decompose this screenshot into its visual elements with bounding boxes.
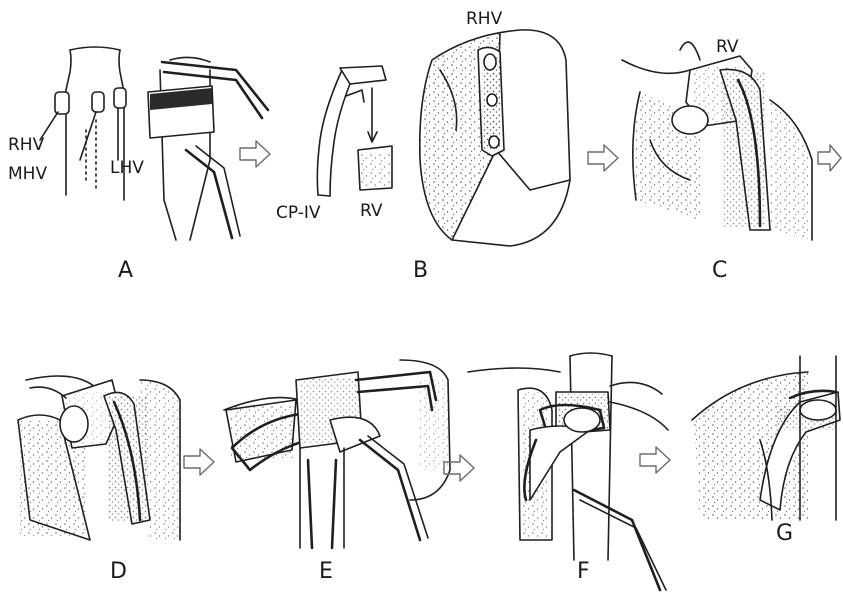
panel-g: G (692, 356, 840, 546)
panel-label-b: B (413, 258, 428, 283)
step-arrow-1 (240, 141, 270, 167)
panel-a: RHV MHV LHV A (8, 47, 268, 283)
panel-label-g: G (776, 521, 793, 546)
label-cp-iv: CP-IV (276, 203, 321, 223)
label-rhv-a: RHV (8, 135, 45, 155)
label-mhv: MHV (8, 164, 47, 184)
step-arrow-2 (588, 145, 618, 171)
panel-label-a: A (118, 258, 133, 283)
step-arrow-6 (640, 447, 670, 473)
label-rhv-b: RHV (466, 9, 503, 29)
panel-d: D (18, 376, 180, 584)
panel-label-e: E (319, 559, 333, 584)
label-rv-c: RV (716, 37, 739, 57)
panel-label-d: D (110, 559, 127, 584)
panel-label-c: C (712, 258, 727, 283)
panel-e: E (224, 360, 450, 584)
panel-f: F (468, 353, 668, 590)
label-rv-b: RV (360, 201, 383, 221)
step-arrow-4 (184, 449, 214, 475)
label-lhv: LHV (110, 158, 144, 178)
panel-label-f: F (577, 559, 590, 584)
step-arrow-3 (818, 145, 841, 171)
panel-c: RV C (622, 37, 812, 283)
panel-b: CP-IV RV RHV B (276, 9, 570, 283)
